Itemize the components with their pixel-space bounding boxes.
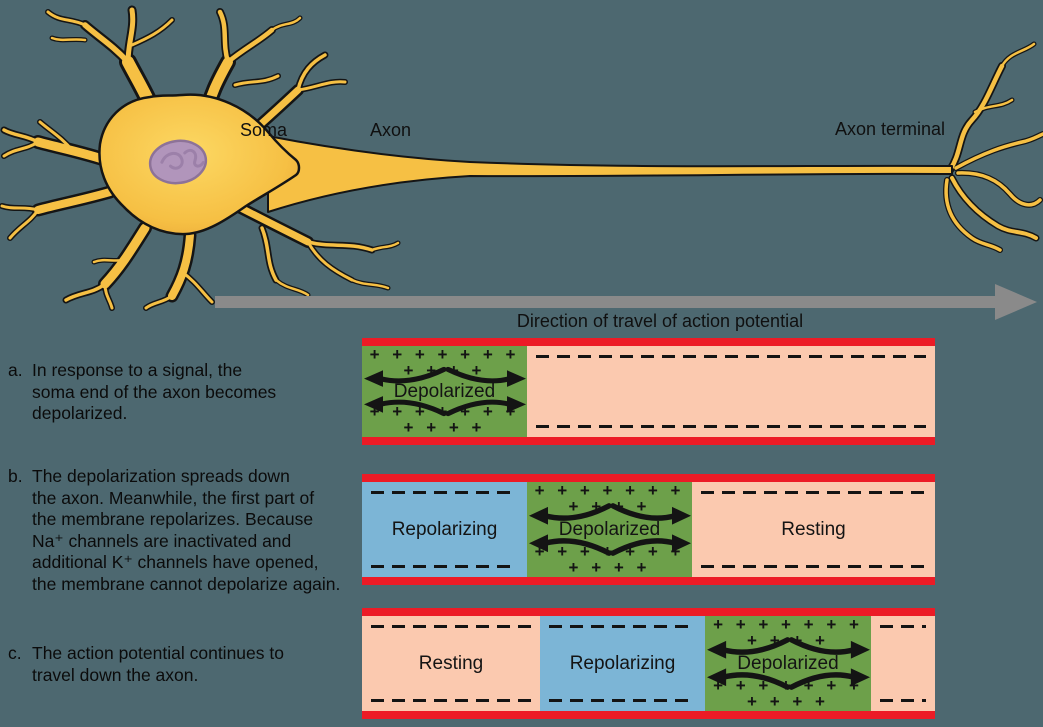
panel-c-line: The action potential continues to [32, 643, 284, 663]
neuron-illustration-icon [0, 5, 1043, 311]
panel-b-line: Na⁺ channels are inactivated and [32, 530, 292, 551]
direction-arrow-label: Direction of travel of action potential [516, 311, 804, 331]
minus-charges-row [371, 565, 518, 568]
panel-a-marker: a. [8, 360, 23, 380]
panel-a-line: In response to a signal, the [32, 360, 243, 380]
minus-charges-row [371, 699, 531, 702]
minus-charges-row [549, 699, 696, 702]
section-label: Repolarizing [391, 518, 498, 540]
axon-label: Axon [370, 120, 412, 140]
resting-section: Resting [362, 616, 540, 711]
direction-arrowhead-icon [995, 284, 1037, 320]
minus-charges-row [880, 699, 926, 702]
panel-b-line: The depolarization spreads down [32, 466, 290, 486]
membrane-top-edge [362, 474, 935, 482]
plus-charges-row: + + + + + + + + + + + [369, 404, 520, 436]
nucleus-shape [148, 139, 208, 185]
membrane-bar-c: Resting Repolarizing + + + + + + + + + +… [362, 608, 935, 719]
membrane-bottom-edge [362, 437, 935, 445]
panel-b-text: b. The depolarization spreads down the a… [8, 466, 340, 595]
direction-arrow-icon [215, 296, 997, 308]
resting-section: Resting [692, 482, 935, 577]
spread-arrows-icon [362, 362, 527, 421]
membrane-top-edge [362, 338, 935, 346]
membrane-bar-a: + + + + + + + + + + + Depolarized [362, 338, 935, 445]
depolarized-section: + + + + + + + + + + + Depolarized [705, 616, 871, 711]
axon-terminal-label: Axon terminal [835, 119, 946, 139]
panel-a-line: depolarized. [32, 403, 128, 423]
minus-charges-row [549, 625, 696, 628]
panel-c-text: c. The action potential continues to tra… [8, 643, 284, 686]
soma-label: Soma [240, 120, 288, 140]
membrane-bottom-edge [362, 577, 935, 585]
section-label: Resting [781, 518, 846, 540]
resting-edge-section [871, 616, 935, 711]
spread-arrows-icon [527, 498, 692, 561]
minus-charges-row [536, 355, 926, 358]
panel-b-line: the axon. Meanwhile, the first part of [32, 487, 315, 508]
plus-charges-row: + + + + + + + + + + + [534, 544, 685, 576]
panel-a-line: soma end of the axon becomes [32, 381, 277, 402]
membrane-bar-b: Repolarizing + + + + + + + + + + + [362, 474, 935, 585]
panel-b-line: the membrane repolarizes. Because [32, 509, 314, 529]
minus-charges-row [701, 491, 926, 494]
minus-charges-row [880, 625, 926, 628]
repolarizing-section: Repolarizing [362, 482, 527, 577]
panel-c-marker: c. [8, 643, 22, 663]
membrane-top-edge [362, 608, 935, 616]
panel-b-marker: b. [8, 466, 23, 486]
resting-section [527, 346, 935, 437]
spread-arrows-icon [705, 632, 871, 695]
panel-a-text: a. In response to a signal, the soma end… [8, 360, 276, 425]
section-label: Resting [418, 652, 484, 674]
section-label: Depolarized [393, 380, 496, 402]
section-label: Depolarized [558, 518, 661, 540]
minus-charges-row [536, 425, 926, 428]
panel-c-line: travel down the axon. [32, 664, 199, 685]
panel-b-line: additional K⁺ channels have opened, [32, 552, 319, 572]
plus-charges-row: + + + + + + + + + + + [713, 678, 863, 710]
minus-charges-row [371, 625, 531, 628]
section-label: Repolarizing [569, 652, 676, 674]
depolarized-section: + + + + + + + + + + + Depolarized [527, 482, 692, 577]
panel-b-line: the membrane cannot depolarize again. [32, 573, 341, 594]
minus-charges-row [371, 491, 518, 494]
minus-charges-row [701, 565, 926, 568]
membrane-bottom-edge [362, 711, 935, 719]
depolarized-section: + + + + + + + + + + + Depolarized [362, 346, 527, 437]
section-label: Depolarized [737, 652, 839, 674]
axon-shape [267, 135, 953, 213]
repolarizing-section: Repolarizing [540, 616, 705, 711]
